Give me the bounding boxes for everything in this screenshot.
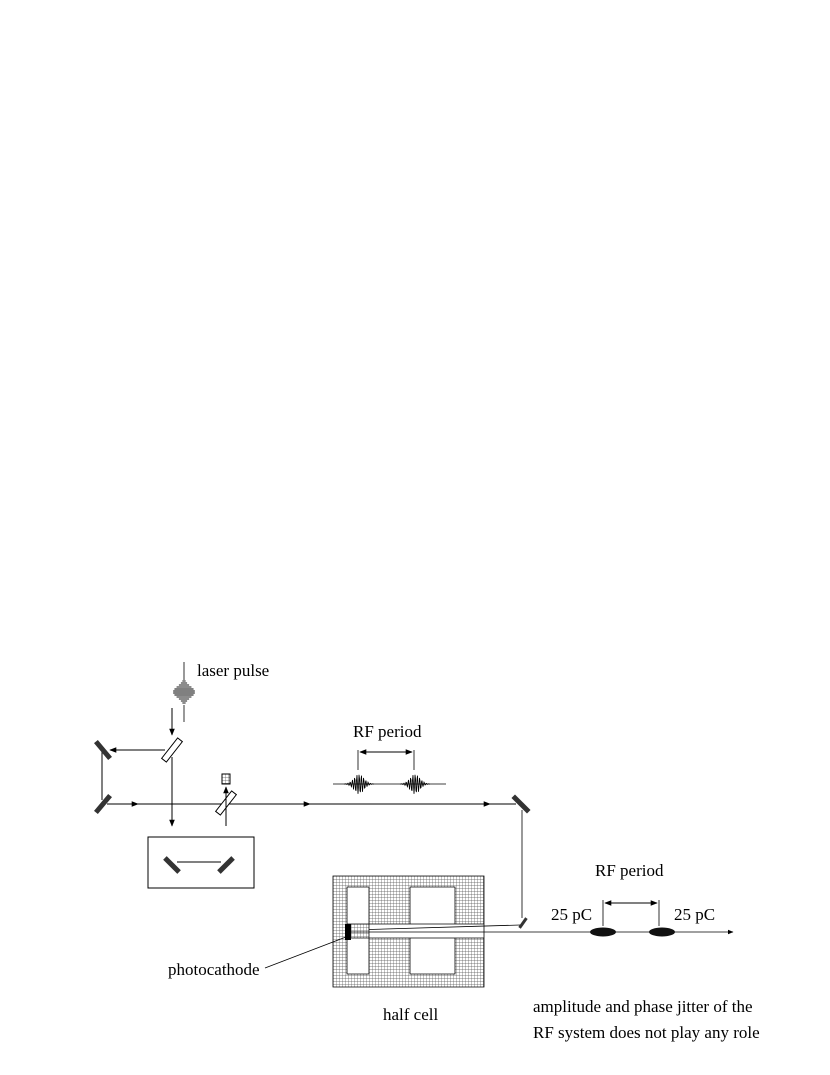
rf-period-bottom-label: RF period	[595, 861, 664, 880]
rf-period-top-label: RF period	[353, 722, 422, 741]
photocathode-label: photocathode	[168, 960, 260, 979]
charge-label-right: 25 pC	[674, 905, 715, 924]
delay-line-box	[147, 836, 255, 889]
rf-period-top-bracket	[357, 749, 415, 770]
mirror-upper-right	[511, 794, 531, 814]
photocathode-leader	[264, 936, 347, 969]
rf-laser-pulse	[343, 774, 374, 794]
electron-bunch-left	[590, 927, 616, 937]
charge-label-left: 25 pC	[551, 905, 592, 924]
half-cell-label: half cell	[383, 1005, 438, 1024]
electron-bunch-right	[649, 927, 675, 937]
rf-period-bottom-bracket	[602, 900, 660, 926]
delay-mirror-left	[163, 856, 181, 874]
beam-splitter-top	[160, 737, 184, 763]
beam-to-cathode	[351, 924, 521, 931]
laser-pulse-label: laser pulse	[197, 661, 269, 680]
note-line-1: amplitude and phase jitter of the	[533, 997, 753, 1016]
detector	[221, 773, 231, 785]
rf-laser-pulse	[399, 774, 430, 794]
pulse-pair-top	[343, 774, 430, 794]
mirror-lower-left	[94, 793, 112, 815]
delay-mirror-right	[217, 856, 235, 874]
mirror-lower-right	[518, 917, 528, 929]
mirror-upper-left	[94, 739, 112, 761]
laser-pulse-wavepacket	[173, 662, 195, 722]
note-line-2: RF system does not play any role	[533, 1023, 760, 1042]
half-cell-cavity	[332, 875, 485, 988]
photocathode	[345, 924, 351, 940]
